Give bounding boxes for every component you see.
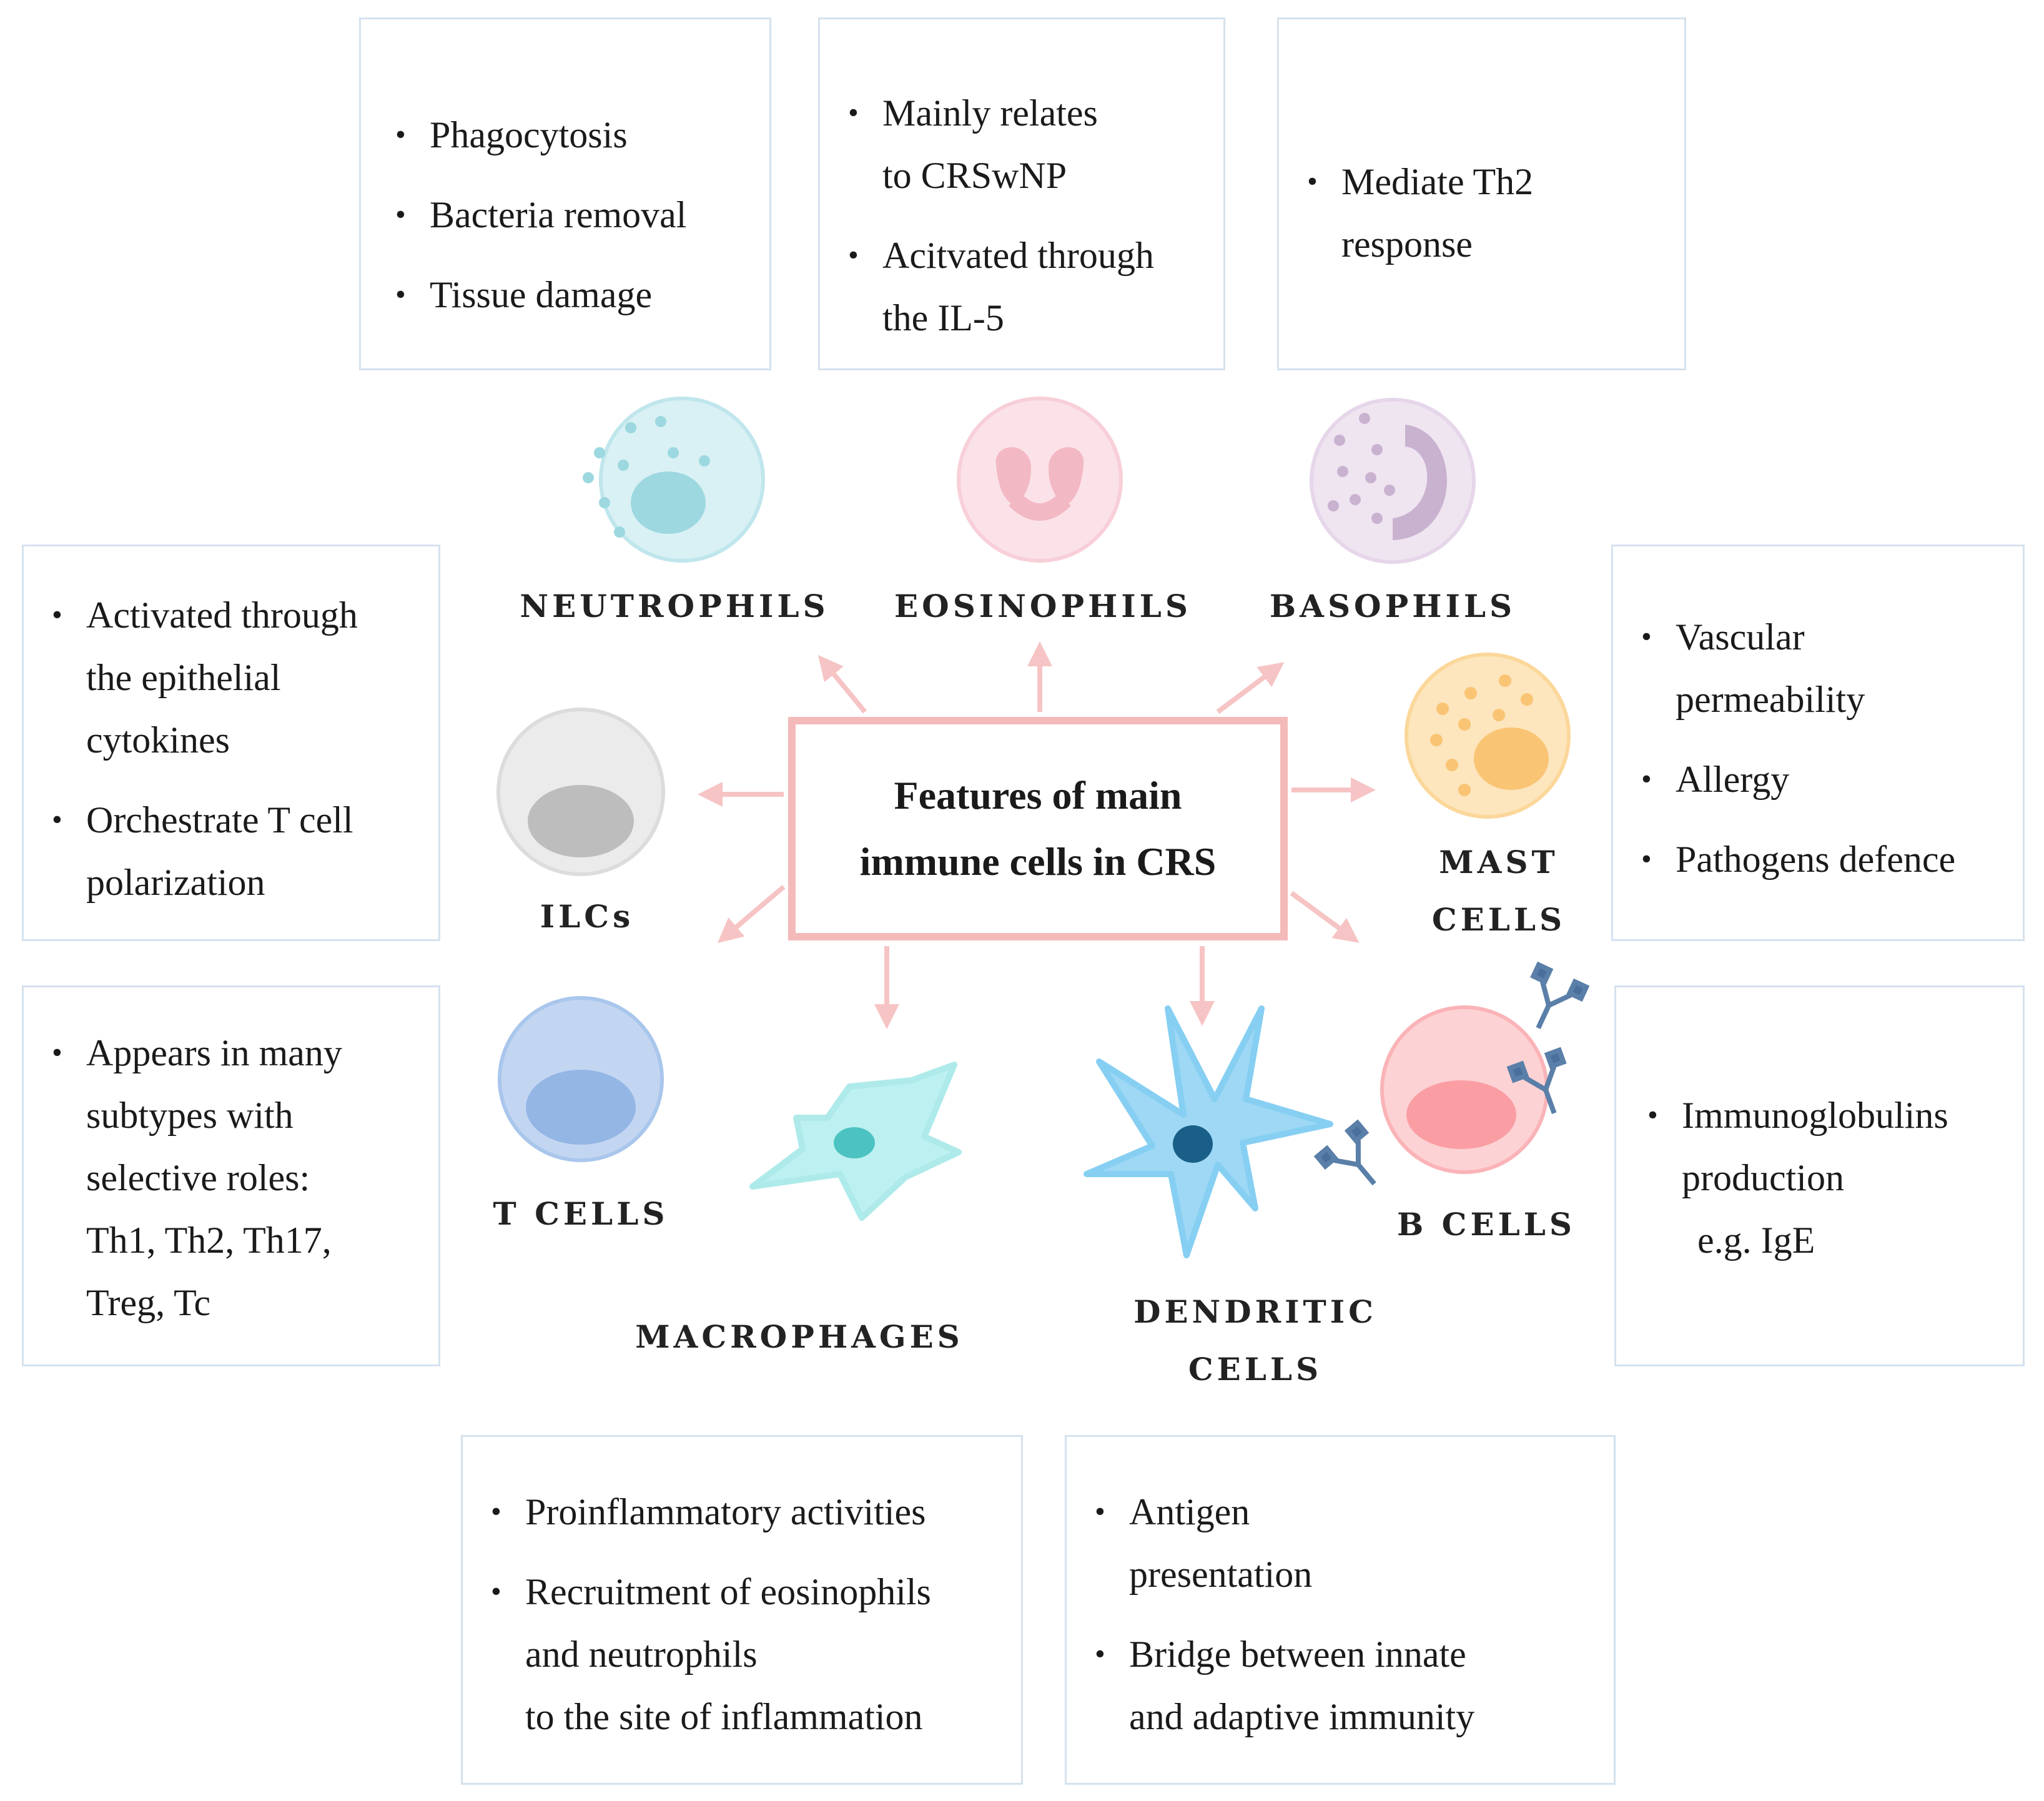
label-b-cells: B CELLS [1397, 1206, 1576, 1243]
feature-item: Activated through the epithelial cytokin… [39, 584, 358, 771]
label-t-cells: T CELLS [493, 1195, 669, 1232]
feature-item: Bacteria removal [383, 184, 686, 246]
box-eosinophils: Mainly relates to CRSwNP Acitvated throu… [818, 17, 1225, 370]
box-t-cells: Appears in many subtypes with selective … [22, 985, 440, 1366]
feature-item: Acitvated through the IL-5 [836, 224, 1154, 349]
feature-item: Orchestrate T cell polarization [39, 789, 358, 914]
feature-item: Antigen presentation [1082, 1481, 1474, 1606]
arrow-neutrophils [817, 654, 867, 714]
feature-item: Pathogens defence [1629, 828, 1955, 891]
feature-item: Mainly relates to CRSwNP [836, 82, 1154, 207]
eosinophil-cell [957, 397, 1123, 563]
t-cell [498, 996, 664, 1162]
b-cell [1380, 1005, 1549, 1174]
box-ilcs: Activated through the epithelial cytokin… [22, 545, 440, 941]
feature-item: Proinflammatory activities [478, 1481, 931, 1543]
label-eosinophils: EOSINOPHILS [894, 588, 1192, 624]
box-macrophages: Proinflammatory activities Recruitment o… [461, 1435, 1023, 1785]
label-basophils: BASOPHILS [1269, 588, 1516, 624]
box-neutrophils: Phagocytosis Bacteria removal Tissue dam… [359, 17, 771, 370]
ilc-cell [496, 708, 665, 876]
feature-item: Vascular permeability [1629, 606, 1955, 731]
label-neutrophils: NEUTROPHILS [520, 588, 829, 624]
mast-cell [1405, 653, 1571, 819]
arrow-basophils [1216, 662, 1285, 714]
feature-note: e.g. IgE [1697, 1220, 1815, 1261]
basophil-cell [1310, 398, 1476, 564]
box-b-cells: Immunoglobulins production e.g. IgE [1614, 985, 2025, 1366]
label-macrophages: MACROPHAGES [635, 1318, 964, 1355]
feature-item: Appears in many subtypes with selective … [39, 1022, 342, 1334]
box-mast-cells: Vascular permeability Allergy Pathogens … [1611, 545, 2025, 941]
label-ilcs: ILCs [540, 898, 634, 935]
antibody-icons [1313, 961, 1590, 1186]
feature-item: Bridge between innate and adaptive immun… [1082, 1623, 1474, 1748]
arrows [698, 641, 1376, 1029]
feature-item: Phagocytosis [383, 104, 686, 166]
feature-item: Recruitment of eosinophils and neutrophi… [478, 1561, 931, 1748]
label-mast-cells: MAST CELLS [1431, 844, 1566, 938]
label-dendritic-cells: DENDRITIC CELLS [1133, 1293, 1377, 1388]
arrow-t-cells [717, 884, 786, 944]
box-basophils: Mediate Th2 response [1277, 17, 1686, 370]
dendritic-cell [1084, 1005, 1333, 1258]
arrow-b-cells [1290, 891, 1360, 943]
feature-item: Allergy [1629, 748, 1955, 811]
neutrophil-cell [583, 397, 765, 563]
center-title-box: Features of main immune cells in CRS [788, 717, 1288, 940]
macrophage-cell [749, 1062, 962, 1221]
center-title: Features of main immune cells in CRS [859, 773, 1217, 884]
feature-item: Mediate Th2 response [1295, 150, 1533, 275]
box-dendritic-cells: Antigen presentation Bridge between inna… [1065, 1435, 1616, 1785]
feature-item: Tissue damage [383, 264, 686, 326]
feature-item: Immunoglobulins production [1635, 1084, 1948, 1209]
